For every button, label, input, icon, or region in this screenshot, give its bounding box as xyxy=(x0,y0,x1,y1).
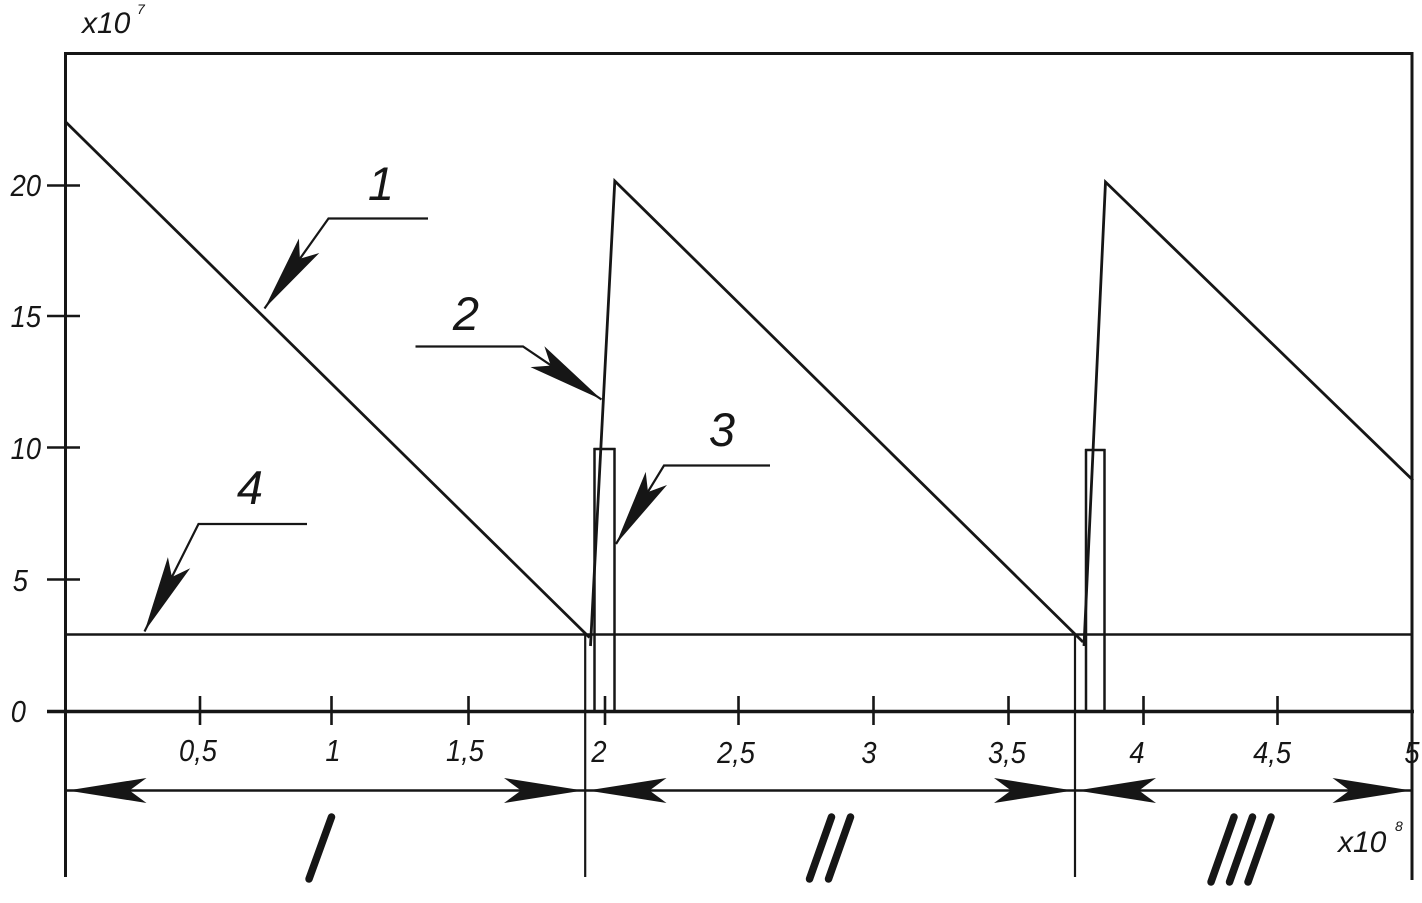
svg-text:5: 5 xyxy=(1404,736,1420,770)
svg-text:x10: x10 xyxy=(80,7,131,40)
svg-text:4: 4 xyxy=(1129,736,1144,770)
svg-text:1,5: 1,5 xyxy=(446,734,485,768)
svg-text:0: 0 xyxy=(11,695,26,729)
svg-text:3: 3 xyxy=(861,736,876,770)
svg-text:7: 7 xyxy=(137,1,146,17)
svg-text:10: 10 xyxy=(11,432,41,466)
svg-text:8: 8 xyxy=(1395,818,1403,834)
svg-text:4: 4 xyxy=(237,461,263,514)
svg-text:0,5: 0,5 xyxy=(179,734,218,768)
svg-text:2,5: 2,5 xyxy=(716,736,756,770)
svg-text:5: 5 xyxy=(13,564,29,598)
svg-text:x10: x10 xyxy=(1336,826,1387,859)
svg-text:20: 20 xyxy=(10,169,41,203)
svg-text:3,5: 3,5 xyxy=(988,736,1027,770)
svg-text:15: 15 xyxy=(11,300,42,334)
svg-text:2: 2 xyxy=(452,287,479,340)
svg-text:1: 1 xyxy=(368,157,394,210)
svg-text:1: 1 xyxy=(325,734,340,768)
svg-text:2: 2 xyxy=(590,735,606,769)
svg-text:4,5: 4,5 xyxy=(1253,736,1292,770)
svg-text:3: 3 xyxy=(709,403,735,456)
